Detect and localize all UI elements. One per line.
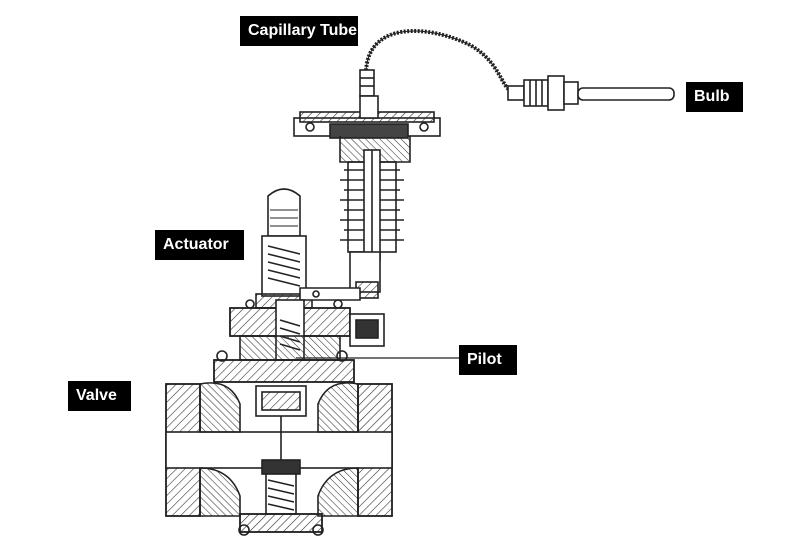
bulb-fitting (507, 75, 675, 111)
pilot-body (229, 299, 385, 361)
capillary-tube (359, 29, 514, 97)
capillary-tube-label: Capillary Tube (240, 16, 358, 46)
pilot-label: Pilot (459, 345, 517, 375)
bulb-label: Bulb (686, 82, 743, 112)
main-valve-body (165, 350, 393, 536)
actuator-head (293, 95, 441, 299)
actuator-label: Actuator (155, 230, 244, 260)
valve-label: Valve (68, 381, 131, 411)
actuator-spring (255, 188, 361, 309)
